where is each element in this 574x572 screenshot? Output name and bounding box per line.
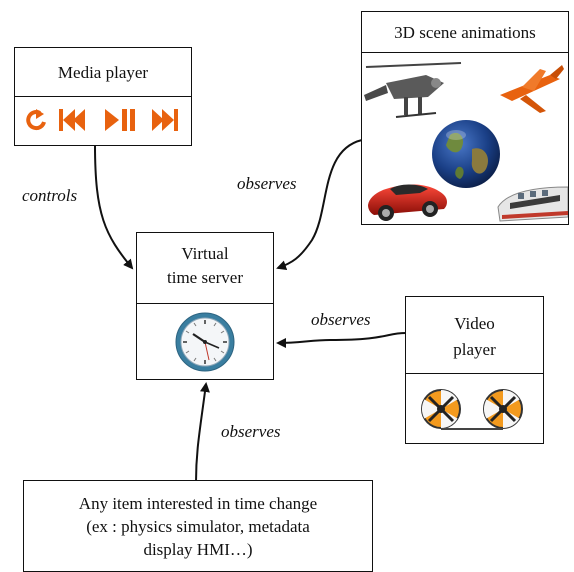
- any-item-line2: (ex : physics simulator, metadata: [86, 517, 310, 536]
- car-icon: [368, 184, 447, 221]
- time-server-box: Virtual time server: [136, 232, 274, 380]
- globe-icon: [432, 120, 500, 188]
- time-server-title-line2: time server: [167, 268, 243, 287]
- video-player-title-line1: Video: [454, 314, 495, 333]
- helicopter-icon: [364, 62, 462, 118]
- clock-icon: [175, 312, 235, 372]
- any-item-box: Any item interested in time change (ex :…: [23, 480, 373, 572]
- play-pause-icon: [105, 109, 135, 131]
- scene-animations-title: 3D scene animations: [394, 23, 536, 42]
- edge-observes-video: [276, 332, 407, 348]
- skip-forward-icon: [152, 109, 178, 131]
- media-player-divider: [15, 96, 191, 97]
- media-player-box: Media player: [14, 47, 192, 146]
- train-icon: [497, 186, 568, 222]
- video-player-title-line2: player: [453, 340, 496, 359]
- any-item-line3: display HMI…): [143, 540, 253, 559]
- edge-observes-item: [195, 382, 210, 483]
- edge-label-observes-scene: observes: [237, 174, 297, 193]
- replay-icon: [26, 109, 46, 130]
- scene-illustration: [364, 62, 568, 222]
- scene-animations-divider: [362, 52, 568, 53]
- video-player-box: Video player: [405, 296, 544, 444]
- media-player-title: Media player: [57, 63, 149, 82]
- time-server-divider: [137, 303, 273, 304]
- media-controls: [26, 109, 178, 131]
- scene-animations-box: 3D scene animations: [361, 11, 569, 225]
- edge-observes-scene: [276, 139, 363, 271]
- film-reels-icon: [421, 389, 523, 430]
- edge-controls: [94, 144, 134, 270]
- edge-label-observes-item: observes: [221, 422, 281, 441]
- time-server-title-line1: Virtual: [181, 244, 229, 263]
- edge-label-observes-video: observes: [311, 310, 371, 329]
- airplane-icon: [500, 65, 564, 113]
- edge-label-controls: controls: [22, 186, 78, 205]
- any-item-line1: Any item interested in time change: [78, 494, 318, 513]
- video-player-divider: [406, 373, 543, 374]
- skip-back-icon: [59, 109, 85, 131]
